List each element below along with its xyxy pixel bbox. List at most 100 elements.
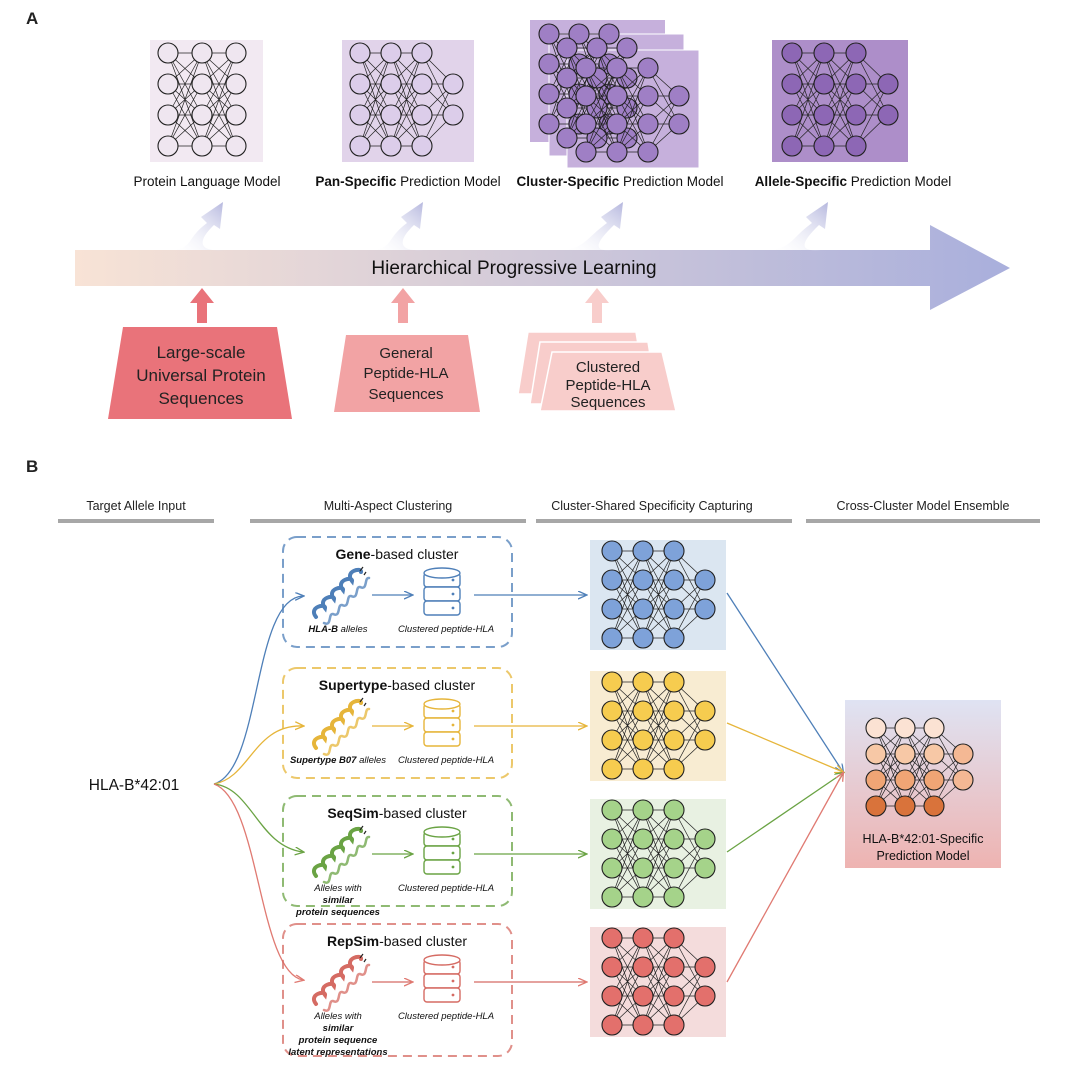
neural-network-icon <box>157 42 247 157</box>
branch-arrows <box>168 202 828 251</box>
nn-node <box>632 569 654 591</box>
nn-node <box>601 799 623 821</box>
neural-network-icon <box>781 42 899 157</box>
nn-node <box>601 700 623 722</box>
nn-node <box>575 113 597 135</box>
data-source-clustered-peptide-hla: Clustered Peptide-HLA Sequences <box>517 331 677 412</box>
nn-node <box>894 743 916 765</box>
nn-node <box>601 1014 623 1036</box>
nn-node <box>668 113 690 135</box>
nn-node <box>632 671 654 693</box>
nn-node <box>694 569 716 591</box>
nn-node <box>157 135 179 157</box>
nn-node <box>663 758 685 780</box>
nn-node <box>157 104 179 126</box>
cluster-network <box>590 671 726 781</box>
pan-specific-model <box>342 40 474 162</box>
nn-node <box>598 23 620 45</box>
branch-arrow <box>558 202 623 251</box>
allele-caption: Supertype B07 alleles <box>290 755 386 766</box>
nn-node <box>601 671 623 693</box>
nn-node <box>411 104 433 126</box>
protein-helix-icon <box>312 566 371 625</box>
nn-node <box>894 769 916 791</box>
nn-node <box>923 717 945 739</box>
nn-node <box>813 104 835 126</box>
nn-node <box>632 700 654 722</box>
nn-node <box>781 104 803 126</box>
svg-text:Clustered: Clustered <box>576 359 640 376</box>
allele-caption: HLA-B alleles <box>308 624 367 635</box>
ensemble-model: HLA-B*42:01-Specific Prediction Model <box>845 700 1001 868</box>
nn-node <box>556 127 578 149</box>
nn-node <box>813 42 835 64</box>
nn-node <box>877 73 899 95</box>
protein-helix-icon <box>312 825 371 884</box>
nn-node <box>601 956 623 978</box>
nn-node <box>442 73 464 95</box>
db-caption: Clustered peptide-HLA <box>398 624 494 635</box>
nn-node <box>637 141 659 163</box>
svg-text:Sequences: Sequences <box>368 386 443 403</box>
nn-node <box>663 598 685 620</box>
nn-node <box>601 857 623 879</box>
nn-node <box>191 42 213 64</box>
nn-node <box>663 1014 685 1036</box>
nn-node <box>845 104 867 126</box>
nn-node <box>663 828 685 850</box>
allele-input: HLA-B*42:01 <box>89 777 179 794</box>
branch-arrow <box>368 202 424 251</box>
nn-node <box>586 37 608 59</box>
nn-node <box>694 857 716 879</box>
nn-node <box>781 135 803 157</box>
nn-node <box>349 73 371 95</box>
input-branch-curves <box>213 596 303 980</box>
svg-text:Peptide-HLA: Peptide-HLA <box>363 365 448 382</box>
nn-node <box>601 985 623 1007</box>
nn-node <box>157 42 179 64</box>
cluster-network <box>590 799 726 909</box>
nn-node <box>923 769 945 791</box>
nn-node <box>380 135 402 157</box>
model-label-cluster-specific: Cluster-Specific Prediction Model <box>516 174 723 189</box>
nn-node <box>952 743 974 765</box>
nn-node <box>694 985 716 1007</box>
cluster-title: RepSim-based cluster <box>327 933 467 949</box>
nn-node <box>663 857 685 879</box>
allele-caption: protein sequences <box>295 907 380 918</box>
nn-node <box>601 758 623 780</box>
cluster-box <box>282 667 513 779</box>
stage-cross-cluster-ensemble: Cross-Cluster Model Ensemble <box>837 499 1010 513</box>
nn-node <box>637 57 659 79</box>
allele-specific-model <box>772 40 908 162</box>
nn-node <box>556 67 578 89</box>
nn-node <box>380 104 402 126</box>
nn-node <box>225 104 247 126</box>
nn-node <box>663 540 685 562</box>
nn-node <box>538 113 560 135</box>
nn-node <box>411 135 433 157</box>
nn-node <box>601 569 623 591</box>
nn-node <box>894 795 916 817</box>
nn-node <box>877 104 899 126</box>
stage-multi-aspect-clustering: Multi-Aspect Clustering <box>324 499 453 513</box>
allele-caption: similar <box>323 895 355 906</box>
nn-node <box>865 743 887 765</box>
svg-text:General: General <box>379 345 432 362</box>
nn-node <box>349 135 371 157</box>
nn-node <box>632 729 654 751</box>
nn-node <box>586 127 608 149</box>
protein-language-model <box>150 40 263 162</box>
nn-node <box>632 758 654 780</box>
nn-node <box>556 37 578 59</box>
nn-node <box>632 627 654 649</box>
db-caption: Clustered peptide-HLA <box>398 883 494 894</box>
nn-node <box>781 73 803 95</box>
stacked-neural-network-icon <box>575 57 690 163</box>
nn-node <box>923 743 945 765</box>
nn-node <box>632 956 654 978</box>
allele-caption: latent representations <box>288 1047 387 1058</box>
